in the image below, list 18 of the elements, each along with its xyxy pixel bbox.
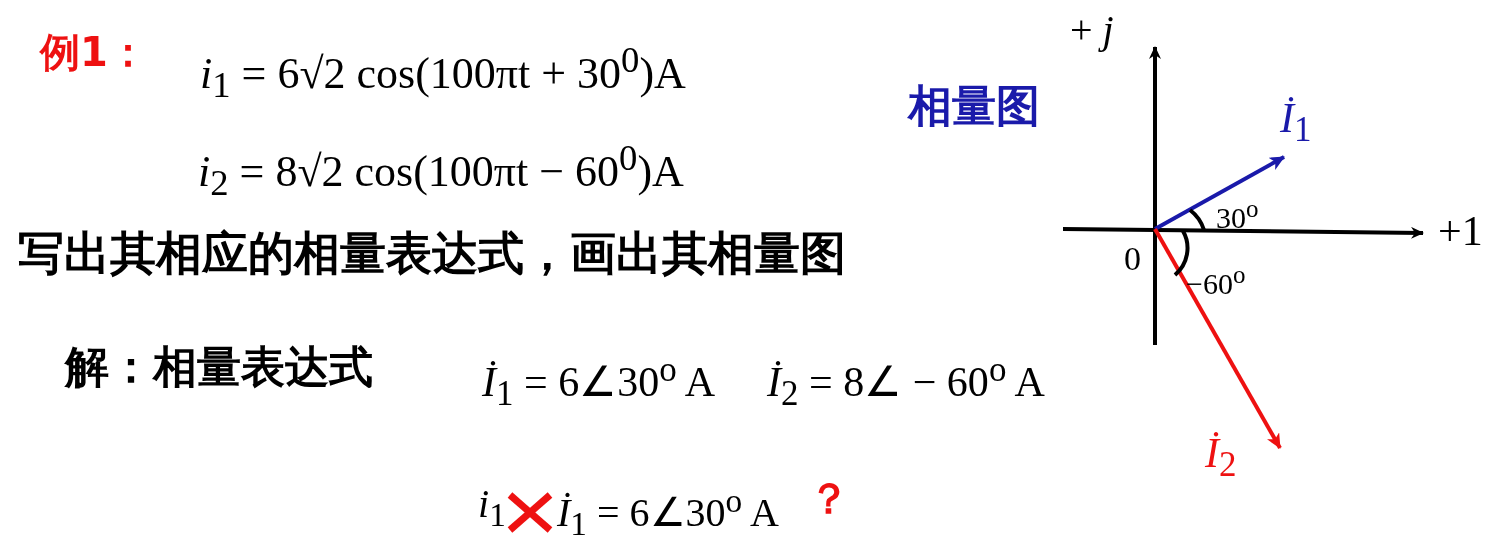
- angle-label: −60$^{o}$: [1186, 262, 1246, 299]
- phasor-label: İ$_{2}$: [1205, 432, 1237, 483]
- formula: İ$_{2}$ = 8∠ − 60$^{o}$ A: [767, 352, 1045, 412]
- example-heading: 例1：: [40, 32, 148, 72]
- phasor-label: İ$_{1}$: [1280, 97, 1312, 148]
- origin-label: 0: [1124, 242, 1141, 276]
- angle-label: 30$^{o}$: [1216, 196, 1259, 233]
- formula: İ$_{1}$ = 6∠30$^{o}$ A: [557, 484, 779, 541]
- formula: i$_{1}$: [478, 484, 506, 532]
- formula: İ$_{1}$ = 6∠30$^{o}$ A: [482, 352, 716, 412]
- axis-label: + j: [1070, 10, 1114, 50]
- instruction-text: 写出其相应的相量表达式，画出其相量图: [18, 230, 846, 276]
- question-mark: ？: [808, 478, 850, 520]
- formula: i$_{2}$ = 8√2 cos(100πt − 60$^{0}$)A: [198, 140, 684, 203]
- axis-label: +1: [1438, 210, 1483, 252]
- answer-heading: 解：相量表达式: [65, 345, 373, 389]
- formula: i$_{1}$ = 6√2 cos(100πt + 30$^{0}$)A: [200, 42, 686, 105]
- phasor-diagram-label: 相量图: [908, 84, 1040, 128]
